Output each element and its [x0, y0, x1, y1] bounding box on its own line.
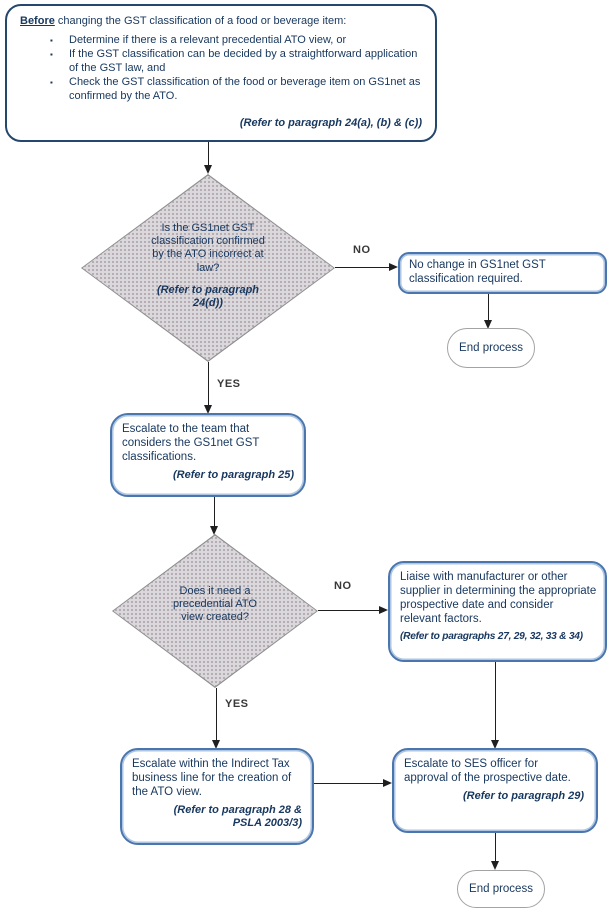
bullet-icon: ▪	[50, 35, 53, 45]
escalate-team-reference: (Refer to paragraph 25)	[172, 469, 294, 482]
bullet-text: Determine if there is a relevant precede…	[69, 33, 347, 46]
list-item: ▪ If the GST classification can be decid…	[50, 48, 421, 76]
connector-decision1-yes	[208, 362, 209, 405]
no-change-text: No change in GS1net GST classification r…	[409, 259, 546, 286]
end-process-1-label: End process	[459, 342, 523, 354]
liaise-box: Liaise with manufacturer or other suppli…	[388, 561, 607, 662]
connector-decision2-yes	[216, 688, 217, 740]
arrowhead-down-icon	[491, 740, 499, 749]
arrowhead-down-icon	[491, 861, 499, 870]
arrowhead-down-icon	[210, 526, 218, 535]
ses-box: Escalate to SES officer for approval of …	[392, 748, 598, 833]
end-process-1: End process	[447, 328, 535, 368]
escalate-indirect-reference: (Refer to paragraph 28 & PSLA 2003/3)	[173, 804, 302, 830]
start-box-heading: Before changing the GST classification o…	[20, 15, 421, 29]
edge-label-no-1: NO	[353, 244, 371, 256]
connector-team-to-decision2	[214, 497, 215, 526]
start-box: Before changing the GST classification o…	[5, 4, 437, 142]
arrowhead-right-icon	[379, 606, 388, 614]
ses-text: Escalate to SES officer for approval of …	[404, 758, 571, 785]
arrowhead-down-icon	[204, 165, 212, 174]
decision-diamond-1-text: Is the GS1net GST classification confirm…	[146, 222, 270, 310]
start-box-heading-bold: Before	[20, 15, 55, 27]
bullet-icon: ▪	[50, 49, 53, 59]
escalate-indirect-text: Escalate within the Indirect Tax busines…	[132, 758, 292, 799]
list-item: ▪ Check the GST classification of the fo…	[50, 76, 421, 104]
end-process-2: End process	[457, 870, 545, 908]
arrowhead-down-icon	[212, 740, 220, 749]
edge-label-no-2: NO	[334, 580, 352, 592]
end-process-2-label: End process	[469, 883, 533, 895]
bullet-text: If the GST classification can be decided…	[69, 47, 418, 74]
no-change-box: No change in GS1net GST classification r…	[398, 252, 607, 294]
escalate-team-text: Escalate to the team that considers the …	[122, 423, 260, 464]
arrowhead-down-icon	[204, 405, 212, 414]
decision-diamond-2-text: Does it need a precedential ATO view cre…	[172, 585, 258, 625]
connector-decision1-no	[335, 267, 390, 268]
bullet-icon: ▪	[50, 77, 53, 87]
escalate-team-box: Escalate to the team that considers the …	[110, 413, 306, 497]
list-item: ▪ Determine if there is a relevant prece…	[50, 34, 421, 48]
connector-nochange-to-end1	[488, 294, 489, 320]
start-box-heading-rest: changing the GST classification of a foo…	[54, 15, 347, 27]
arrowhead-right-icon	[389, 263, 398, 271]
edge-label-yes-1: YES	[217, 378, 241, 390]
connector-decision2-no	[318, 610, 380, 611]
connector-start-to-decision1	[208, 142, 209, 165]
liaise-text: Liaise with manufacturer or other suppli…	[400, 571, 597, 626]
connector-indirect-to-ses	[314, 783, 384, 784]
decision-1-reference: (Refer to paragraph 24(d))	[156, 283, 260, 309]
decision-2-question: Does it need a precedential ATO view cre…	[173, 585, 257, 624]
arrowhead-down-icon	[484, 320, 492, 329]
arrowhead-right-icon	[383, 779, 392, 787]
bullet-text: Check the GST classification of the food…	[69, 75, 421, 102]
escalate-indirect-box: Escalate within the Indirect Tax busines…	[120, 748, 314, 845]
start-box-reference: (Refer to paragraph 24(a), (b) & (c))	[239, 117, 422, 130]
edge-label-yes-2: YES	[225, 698, 249, 710]
connector-liaise-to-ses	[495, 662, 496, 740]
liaise-reference: (Refer to paragraphs 27, 29, 32, 33 & 34…	[400, 631, 583, 643]
connector-ses-to-end2	[495, 833, 496, 861]
ses-reference: (Refer to paragraph 29)	[462, 790, 584, 803]
start-box-bullet-list: ▪ Determine if there is a relevant prece…	[50, 34, 421, 104]
decision-1-question: Is the GS1net GST classification confirm…	[151, 222, 265, 274]
